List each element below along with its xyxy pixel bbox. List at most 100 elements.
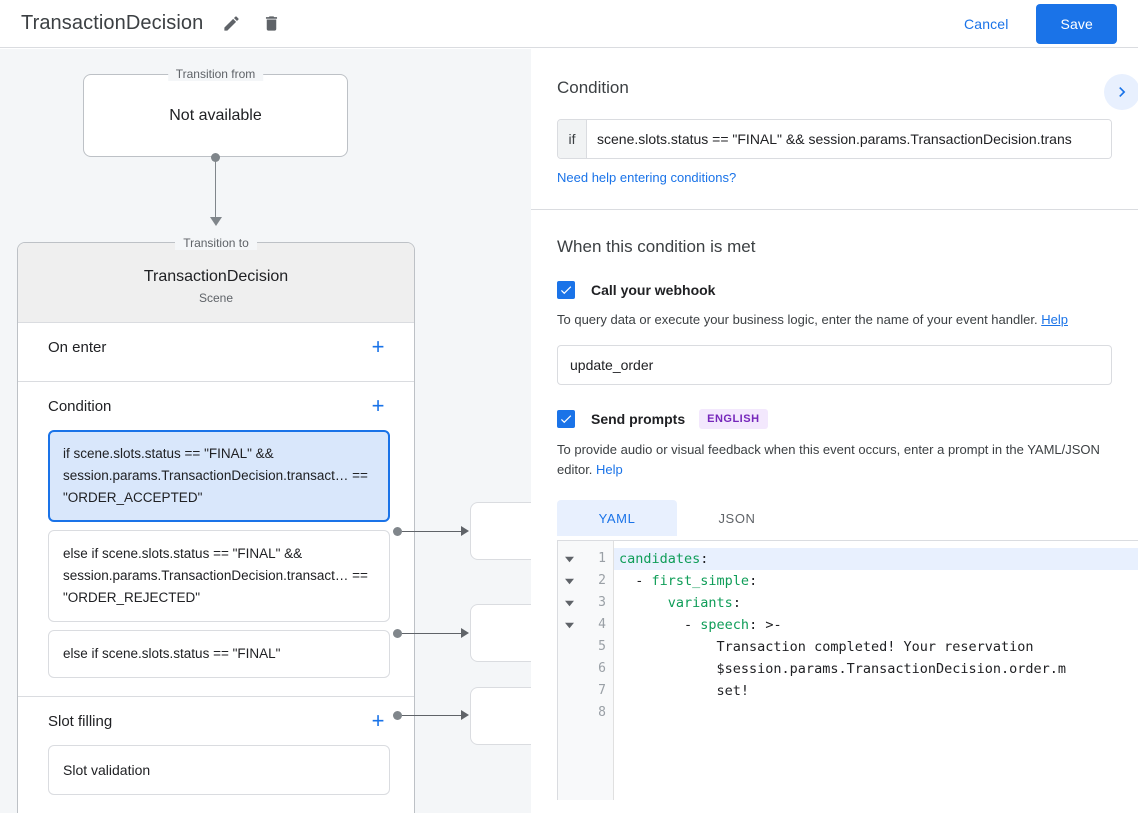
scene-type: Scene [198, 291, 234, 305]
condition-list-item[interactable]: else if scene.slots.status == "FINAL" [48, 630, 390, 678]
pencil-icon[interactable] [219, 12, 243, 36]
section-header-on-enter: On enter + [18, 323, 414, 371]
send-prompts-help-link[interactable]: Help [596, 462, 623, 477]
call-webhook-label: Call your webhook [591, 282, 716, 298]
section-header-condition: Condition + [18, 382, 414, 430]
condition-output-line [402, 531, 461, 532]
transition-from-legend: Transition from [167, 67, 264, 81]
fold-gutter [558, 541, 580, 800]
when-condition-met-section: When this condition is met Call your web… [531, 210, 1138, 536]
fold-toggle-icon[interactable] [558, 570, 580, 592]
condition-output-line [402, 633, 461, 634]
send-prompts-description-text: To provide audio or visual feedback when… [557, 442, 1100, 477]
condition-input-row[interactable]: if [557, 119, 1112, 159]
send-prompts-description: To provide audio or visual feedback when… [557, 440, 1112, 480]
when-condition-met-title: When this condition is met [557, 237, 756, 256]
call-webhook-description-text: To query data or execute your business l… [557, 312, 1038, 327]
condition-output-dot [393, 527, 402, 536]
add-condition-button[interactable]: + [371, 393, 385, 418]
panel-divider [531, 209, 1138, 210]
code-line[interactable]: - speech: >- [619, 617, 782, 633]
condition-output-dot [393, 629, 402, 638]
editor-format-tabs: YAML JSON [557, 500, 1112, 536]
code-line[interactable]: variants: [667, 595, 741, 611]
line-number-gutter: 1 2 3 4 5 6 7 8 [580, 541, 614, 800]
line-number: 7 [598, 683, 606, 698]
section-title-on-enter: On enter [48, 338, 107, 356]
code-line[interactable]: candidates: [614, 548, 1138, 570]
connector-line [215, 157, 216, 221]
call-webhook-checkbox[interactable] [557, 281, 575, 299]
tab-json[interactable]: JSON [718, 510, 756, 526]
call-webhook-row: Call your webhook [557, 281, 1112, 299]
code-line[interactable]: set! [619, 683, 750, 699]
code-line[interactable]: Transaction completed! Your reservation [619, 639, 1034, 655]
fold-spacer [558, 658, 580, 680]
condition-output-line [402, 715, 461, 716]
send-prompts-label: Send prompts [591, 411, 686, 427]
trash-icon[interactable] [259, 12, 283, 36]
transition-from-card[interactable]: Transition from Not available [83, 67, 348, 157]
line-number: 4 [598, 617, 606, 632]
target-card[interactable] [470, 687, 531, 745]
scene-graph-canvas[interactable]: Transition from Not available Transactio… [0, 49, 531, 813]
cancel-button[interactable]: Cancel [952, 8, 1020, 40]
fold-toggle-icon[interactable] [558, 614, 580, 636]
call-webhook-help-link[interactable]: Help [1041, 312, 1068, 327]
code-line[interactable]: - first_simple: [619, 573, 758, 589]
condition-list-item[interactable]: else if scene.slots.status == "FINAL" &&… [48, 530, 390, 622]
section-condition: Condition + if scene.slots.status == "FI… [18, 382, 414, 697]
condition-output-arrow [461, 710, 469, 720]
line-number: 2 [598, 573, 606, 588]
line-number: 3 [598, 595, 606, 610]
yaml-editor[interactable]: 1 2 3 4 5 6 7 8 candidates: - first_simple: var… [557, 540, 1138, 800]
section-title-condition: Condition [48, 397, 112, 415]
save-button[interactable]: Save [1036, 3, 1117, 44]
transition-from-value: Not available [169, 106, 262, 124]
send-prompts-row: Send prompts ENGLISH [557, 409, 1112, 429]
fold-spacer [558, 702, 580, 724]
fold-toggle-icon[interactable] [558, 592, 580, 614]
fold-toggle-icon[interactable] [558, 548, 580, 570]
condition-list-item[interactable]: if scene.slots.status == "FINAL" && sess… [48, 430, 390, 522]
condition-help-link[interactable]: Need help entering conditions? [557, 170, 737, 185]
call-webhook-description: To query data or execute your business l… [557, 310, 1112, 330]
connector-arrowhead [210, 217, 222, 226]
condition-if-label: if [558, 120, 587, 158]
condition-output-arrow [461, 526, 469, 536]
line-number: 8 [598, 705, 606, 720]
condition-output-dot [393, 711, 402, 720]
scene-header[interactable]: TransactionDecision Scene [18, 243, 414, 323]
line-number: 1 [598, 551, 606, 566]
code-area[interactable]: candidates: - first_simple: variants: - … [614, 541, 1138, 800]
condition-output-arrow [461, 628, 469, 638]
fold-spacer [558, 680, 580, 702]
slot-validation-item[interactable]: Slot validation [48, 745, 390, 795]
line-number: 5 [598, 639, 606, 654]
add-slot-filling-button[interactable]: + [371, 708, 385, 733]
scene-name: TransactionDecision [143, 268, 289, 285]
section-title-slot-filling: Slot filling [48, 712, 113, 730]
chevron-right-icon[interactable] [1104, 74, 1138, 110]
language-badge: ENGLISH [699, 409, 768, 429]
app-header: TransactionDecision Cancel Save [0, 0, 1138, 48]
section-on-enter: On enter + [18, 323, 414, 382]
webhook-handler-input[interactable] [557, 345, 1112, 385]
add-on-enter-button[interactable]: + [371, 334, 385, 359]
details-panel: Condition if Need help entering conditio… [531, 49, 1138, 813]
code-line[interactable] [614, 702, 1138, 724]
section-slot-filling: Slot filling + Slot validation [18, 697, 414, 813]
condition-section-title: Condition [557, 78, 629, 97]
fold-spacer [558, 636, 580, 658]
target-card[interactable] [470, 502, 531, 560]
line-number: 6 [598, 661, 606, 676]
target-card[interactable] [470, 604, 531, 662]
tab-yaml[interactable]: YAML [557, 500, 677, 536]
code-line[interactable]: $session.params.TransactionDecision.orde… [619, 661, 1067, 677]
condition-expression-input[interactable] [587, 120, 1111, 158]
send-prompts-checkbox[interactable] [557, 410, 575, 428]
transition-to-card: TransactionDecision Scene On enter + Con… [17, 242, 415, 813]
section-header-slot-filling: Slot filling + [18, 697, 414, 745]
condition-section: Condition if Need help entering conditio… [531, 49, 1138, 209]
